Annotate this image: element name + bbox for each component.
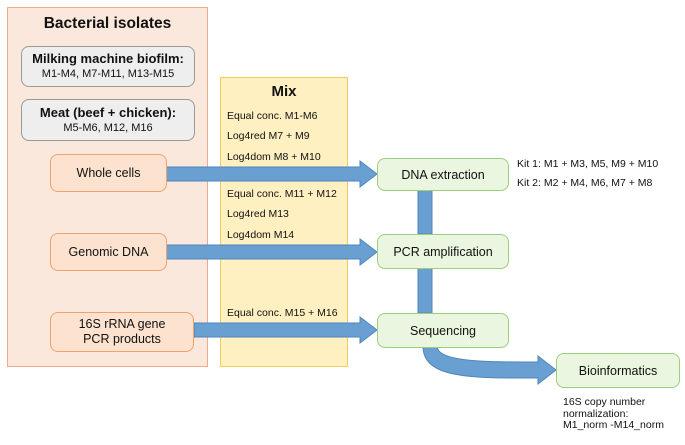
pcr-products-label-line1: 16S rRNA gene [78, 317, 166, 331]
normalization-line-3: M1_norm -M14_norm [563, 419, 664, 431]
mix-line-6: Log4dom M14 [227, 229, 295, 241]
sequencing-label: Sequencing [409, 323, 477, 338]
pcr-products-label-line2: PCR products [83, 332, 161, 346]
normalization-note: 16S copy number normalization: M1_norm -… [563, 396, 664, 432]
pcr-amplification-label: PCR amplification [393, 244, 493, 259]
kit-1-note: Kit 1: M1 + M3, M5, M9 + M10 [517, 158, 659, 170]
genomic-dna-box: Genomic DNA [50, 233, 167, 271]
connector-pcr-to-sequencing [417, 267, 433, 314]
meat-items: M5-M6, M12, M16 [63, 121, 153, 134]
pcr-products-box: 16S rRNA gene PCR products [50, 312, 194, 352]
arrow-pcr-products-to-sequencing [193, 315, 378, 345]
arrow-genomic-dna-to-pcr [165, 237, 378, 267]
mix-line-4: Equal conc. M11 + M12 [227, 188, 337, 200]
mix-line-1: Equal conc. M1-M6 [227, 110, 318, 122]
kit-2-note: Kit 2: M2 + M4, M6, M7 + M8 [517, 177, 653, 189]
normalization-line-2: normalization: [563, 407, 629, 420]
mix-line-7: Equal conc. M15 + M16 [227, 307, 338, 319]
dna-extraction-box: DNA extraction [377, 158, 509, 191]
whole-cells-box: Whole cells [50, 154, 167, 192]
bioinformatics-box: Bioinformatics [556, 353, 680, 388]
pcr-amplification-box: PCR amplification [377, 234, 509, 269]
milking-items: M1-M4, M7-M11, M13-M15 [41, 68, 175, 80]
meat-heading: Meat (beef + chicken): [39, 104, 177, 120]
mix-line-5: Log4red M13 [227, 208, 289, 220]
bioinformatics-label: Bioinformatics [578, 363, 658, 378]
normalization-line-1: 16S copy number [563, 396, 646, 408]
bacterial-isolates-title: Bacterial isolates [43, 15, 172, 32]
arrow-sequencing-to-bioinformatics [422, 345, 557, 386]
mix-line-3: Log4dom M8 + M10 [227, 151, 321, 163]
whole-cells-label: Whole cells [76, 165, 141, 180]
mix-line-2: Log4red M7 + M9 [227, 130, 310, 142]
milking-machine-biofilm-box: Milking machine biofilm: M1-M4, M7-M11, … [21, 46, 195, 87]
mix-panel [220, 77, 348, 367]
genomic-dna-label: Genomic DNA [68, 244, 149, 259]
mix-title: Mix [271, 83, 297, 100]
dna-extraction-label: DNA extraction [401, 167, 485, 182]
sequencing-box: Sequencing [377, 313, 509, 348]
connector-dna-to-pcr [417, 188, 433, 235]
milking-heading: Milking machine biofilm: [32, 51, 184, 66]
meat-box: Meat (beef + chicken): M5-M6, M12, M16 [21, 99, 195, 141]
arrow-whole-cells-to-dna-extraction [165, 159, 378, 189]
